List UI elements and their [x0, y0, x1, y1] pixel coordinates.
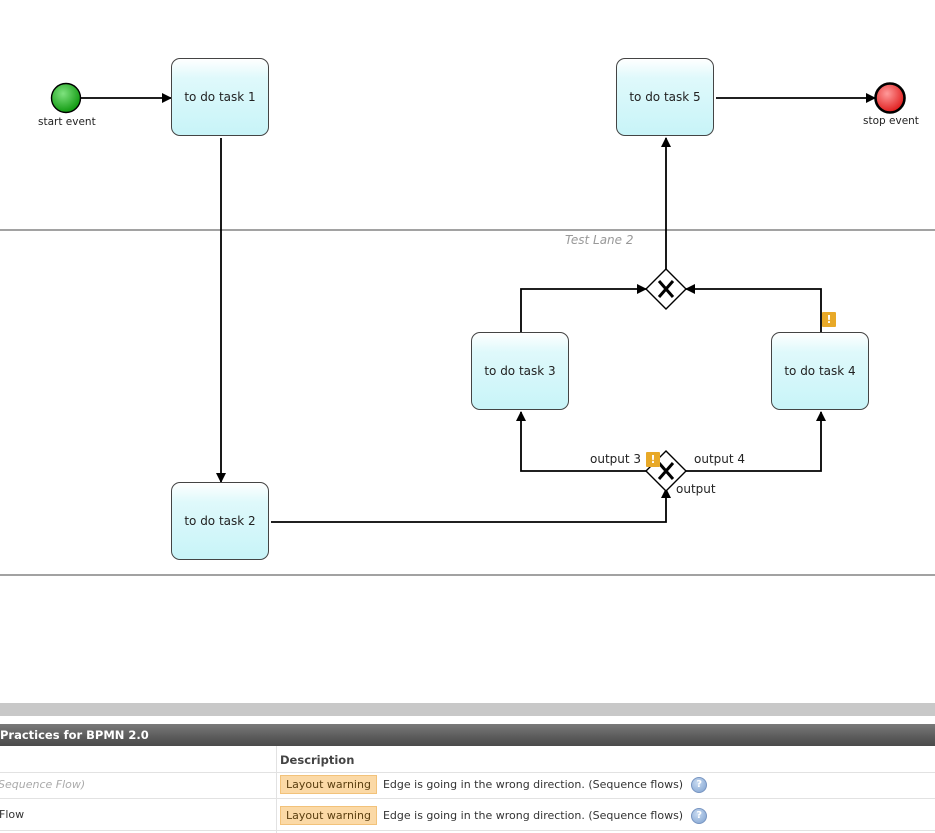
task-5-label: to do task 5 — [629, 90, 701, 104]
table-header-row: Description — [0, 746, 935, 773]
layout-warning-badge: Layout warning — [280, 806, 377, 825]
flow-gateway-to-task3 — [516, 411, 646, 472]
warning-icon[interactable]: ! — [822, 312, 836, 327]
stop-event-circle — [874, 82, 906, 114]
flow-label-output-4: output 4 — [694, 452, 746, 466]
layout-warning-badge: Layout warning — [280, 775, 377, 794]
flow-gateway-to-task4 — [686, 411, 826, 472]
flow-task3-to-merge — [520, 284, 647, 332]
row-description: Edge is going in the wrong direction. (S… — [382, 778, 684, 791]
help-icon[interactable]: ? — [691, 807, 708, 824]
merge-gateway — [645, 268, 687, 310]
row-description: Edge is going in the wrong direction. (S… — [382, 809, 684, 822]
table-row[interactable]: Flow Layout warning Edge is going in the… — [0, 798, 935, 831]
panel-header: Practices for BPMN 2.0 — [0, 724, 935, 746]
start-event-circle — [50, 82, 82, 114]
table-row[interactable]: Sequence Flow) Layout warning Edge is go… — [0, 772, 935, 799]
stop-event-label: stop event — [863, 115, 919, 127]
task-1[interactable]: to do task 1 — [171, 58, 269, 136]
task-2-label: to do task 2 — [184, 514, 256, 528]
panel-title: Practices for BPMN 2.0 — [0, 728, 149, 742]
panel-splitter[interactable] — [0, 703, 935, 716]
task-5[interactable]: to do task 5 — [616, 58, 714, 136]
task-3-label: to do task 3 — [484, 364, 556, 378]
flow-task2-to-gateway — [271, 488, 671, 523]
flow-label-output: output — [676, 482, 716, 496]
task-4[interactable]: to do task 4 — [771, 332, 869, 410]
task-1-label: to do task 1 — [184, 90, 256, 104]
start-event-label: start event — [38, 116, 96, 128]
task-3[interactable]: to do task 3 — [471, 332, 569, 410]
row-element-name: Flow — [0, 808, 25, 821]
diagram-canvas[interactable]: Test Lane 2 start event stop event to do… — [0, 0, 935, 700]
row-element-name: Sequence Flow) — [0, 778, 86, 791]
diagram-edges — [0, 82, 935, 576]
column-header-description: Description — [280, 753, 355, 767]
flow-label-output-3: output 3 — [590, 452, 642, 466]
task-2[interactable]: to do task 2 — [171, 482, 269, 560]
flow-task4-to-merge — [685, 284, 822, 332]
task-4-label: to do task 4 — [784, 364, 856, 378]
lane-title: Test Lane 2 — [565, 233, 634, 247]
validation-panel: Practices for BPMN 2.0 Description Seque… — [0, 716, 935, 833]
help-icon[interactable]: ? — [691, 776, 708, 793]
column-divider — [276, 746, 277, 833]
warning-icon[interactable]: ! — [646, 452, 660, 467]
